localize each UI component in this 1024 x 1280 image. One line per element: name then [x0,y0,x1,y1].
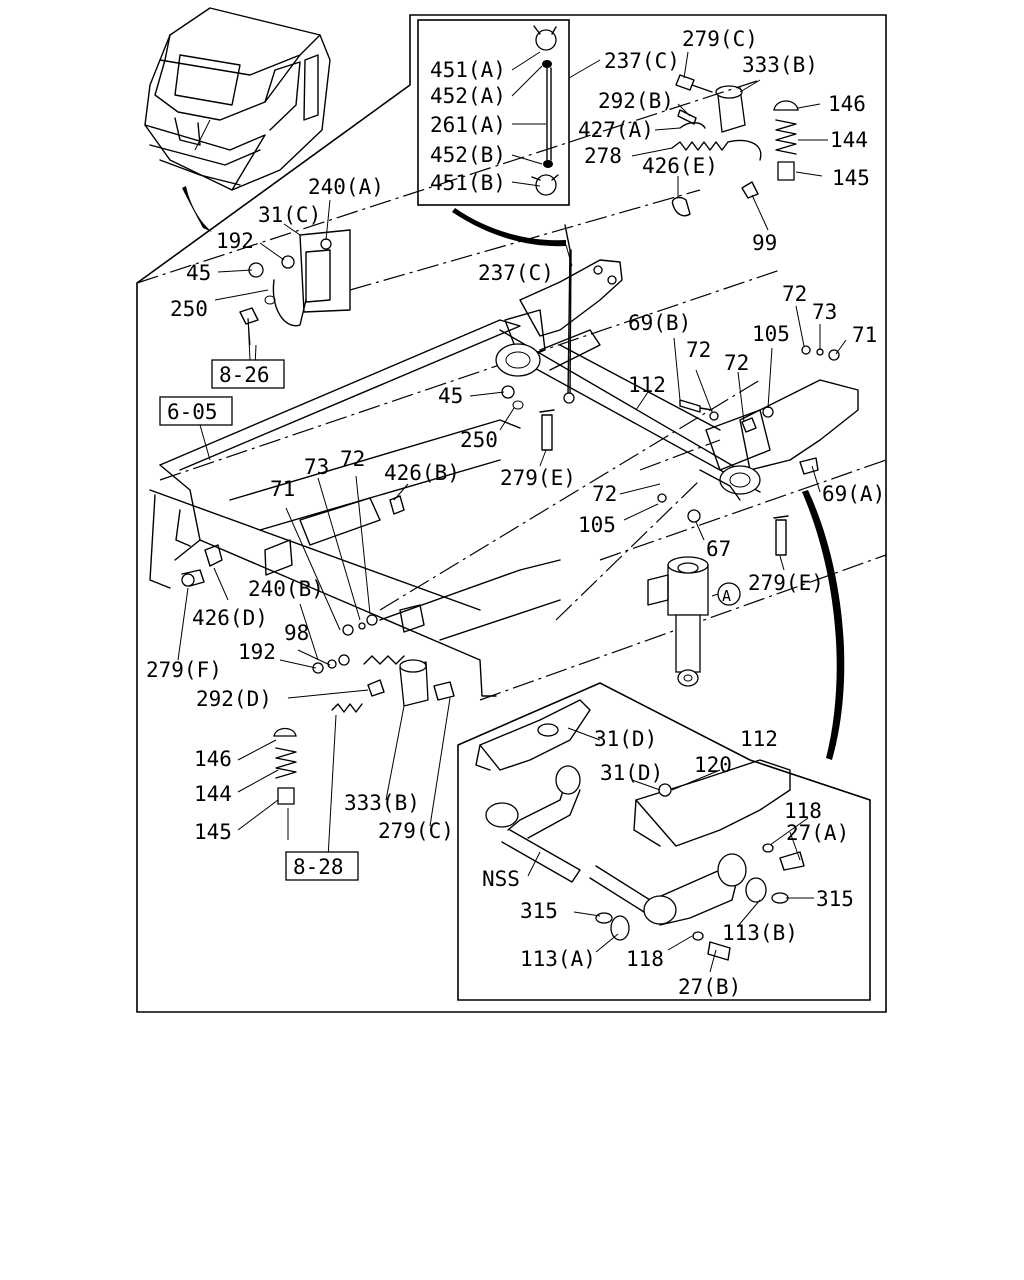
cab-to-frame-arrow-left [182,186,212,232]
callout-192-low: 192 [238,640,276,664]
callout-146-low: 146 [194,747,232,771]
callout-240b: 240(B) [248,577,324,601]
callout-452b: 452(B) [430,143,506,167]
callout-113b: 113(B) [722,921,798,945]
callout-67: 67 [706,537,731,561]
callout-45-mid: 45 [438,384,463,408]
callout-240a: 240(A) [308,175,384,199]
inset-arrow-right [802,490,845,760]
shock-absorber [647,556,741,687]
callout-333b-low: 333(B) [344,791,420,815]
callout-71-right: 71 [852,323,877,347]
callout-426e: 426(E) [642,154,718,178]
callout-451a: 451(A) [430,58,506,82]
ref-box-8-26[interactable]: 8-26 [211,359,285,389]
callout-118-a: 118 [784,799,822,823]
callout-278: 278 [584,144,622,168]
callout-27b: 27(B) [678,975,741,999]
front-right-mount-bracket [657,345,859,556]
top-right-components [671,74,799,217]
callout-72-a: 72 [782,282,807,306]
callout-279e-mid: 279(E) [500,466,576,490]
top-detail-arrow [452,208,566,247]
callout-31c: 31(C) [258,203,321,227]
callout-145-low: 145 [194,820,232,844]
inset-112-parts [475,699,805,961]
front-left-mount-bracket [495,224,623,451]
callout-a-marker: A [722,587,731,605]
ref-8-26-label: 8-26 [219,363,270,387]
callout-31d-b: 31(D) [600,761,663,785]
callout-279e-right: 279(E) [748,571,824,595]
callout-192-top: 192 [216,229,254,253]
callout-144-low: 144 [194,782,232,806]
inset-112-box [457,682,871,1001]
callout-426b: 426(B) [384,461,460,485]
callout-69a: 69(A) [822,482,885,506]
callout-98: 98 [284,621,309,645]
lower-left-components [181,495,455,805]
callout-72-c: 72 [724,351,749,375]
callout-315-right: 315 [816,887,854,911]
callout-120: 120 [694,753,732,777]
callout-426d: 426(D) [192,606,268,630]
diagram-frame [136,14,887,1013]
callout-451b: 451(B) [430,171,506,195]
leader-lines [177,51,847,973]
callout-292b: 292(B) [598,89,674,113]
callout-292d: 292(D) [196,687,272,711]
callout-145-top: 145 [832,166,870,190]
callout-279c-low: 279(C) [378,819,454,843]
callout-144-top: 144 [830,128,868,152]
callout-labels: 451(A) 452(A) 261(A) 452(B) 451(B) 237(C… [146,27,885,999]
left-bracket-assembly [239,229,351,327]
callout-261a: 261(A) [430,113,506,137]
chassis-outline [136,79,887,701]
callout-113a: 113(A) [520,947,596,971]
callout-31d-a: 31(D) [594,727,657,751]
callout-105-top: 105 [752,322,790,346]
callout-72-b: 72 [686,338,711,362]
callout-237c-mid: 237(C) [478,261,554,285]
ref-6-05-label: 6-05 [167,400,218,424]
callout-427a: 427(A) [578,118,654,142]
callout-nss: NSS [482,867,520,891]
callout-71-left: 71 [270,477,295,501]
ref-box-6-05[interactable]: 6-05 [159,396,233,426]
callout-99: 99 [752,231,777,255]
callout-45-left: 45 [186,261,211,285]
callout-27a: 27(A) [786,821,849,845]
callout-112-inset: 112 [740,727,778,751]
cab-thumbnail [144,7,331,191]
callout-112-main: 112 [628,373,666,397]
callout-279f: 279(F) [146,658,222,682]
callout-73-right: 73 [812,300,837,324]
callout-105-low: 105 [578,513,616,537]
callout-72-low: 72 [592,482,617,506]
ref-8-28-label: 8-28 [293,855,344,879]
rod-assembly [531,25,559,196]
callout-315-left: 315 [520,899,558,923]
callout-146-top: 146 [828,92,866,116]
callout-250-left: 250 [170,297,208,321]
callout-73-left: 73 [304,455,329,479]
callout-237c-top: 237(C) [604,49,680,73]
ref-box-8-28[interactable]: 8-28 [285,851,359,881]
rod-detail-box [417,19,570,206]
callout-118-b: 118 [626,947,664,971]
callout-72-left: 72 [340,447,365,471]
callout-69b: 69(B) [628,311,691,335]
callout-250-mid: 250 [460,428,498,452]
callout-279c-top: 279(C) [682,27,758,51]
callout-333b-top: 333(B) [742,53,818,77]
callout-452a: 452(A) [430,84,506,108]
